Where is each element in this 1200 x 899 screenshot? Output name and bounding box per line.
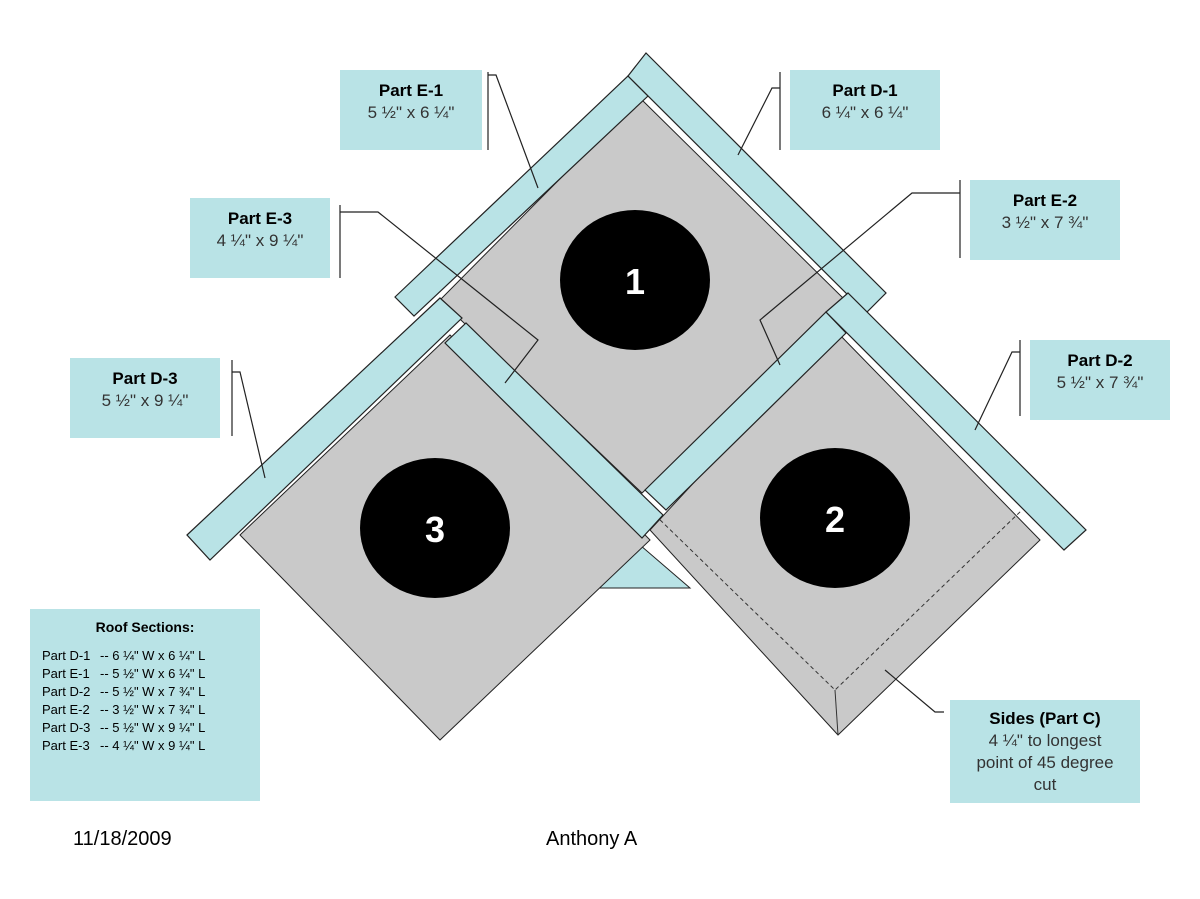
label-part-d3-dim: 5 ½" x 9 ¼" xyxy=(101,391,189,410)
label-sides-line2: point of 45 degree xyxy=(976,753,1114,772)
label-part-e2: Part E-2 3 ½" x 7 ¾" xyxy=(970,180,1120,260)
label-part-e1-dim: 5 ½" x 6 ¼" xyxy=(367,103,455,122)
label-part-d1-title: Part D-1 xyxy=(832,81,898,100)
hole-3-number: 3 xyxy=(425,509,445,550)
leader-sides xyxy=(884,669,944,713)
label-part-d1-dim: 6 ¼" x 6 ¼" xyxy=(821,103,909,122)
summary-row: Part D-1 -- 6 ¼" W x 6 ¼" L xyxy=(30,647,260,665)
summary-row: Part E-1 -- 5 ½" W x 6 ¼" L xyxy=(30,665,260,683)
hole-3 xyxy=(360,458,510,598)
label-part-e3-dim: 4 ¼" x 9 ¼" xyxy=(216,231,304,250)
summary-row-part: Part E-2 xyxy=(42,702,90,717)
hole-2 xyxy=(760,448,910,588)
label-part-d3-title: Part D-3 xyxy=(112,369,178,388)
hole-1-number: 1 xyxy=(625,261,645,302)
hole-2-number: 2 xyxy=(825,499,845,540)
label-part-d2-title: Part D-2 xyxy=(1067,351,1133,370)
label-sides: Sides (Part C) 4 ¼" to longest point of … xyxy=(950,700,1140,803)
entrance-holes: 1 2 3 xyxy=(360,210,910,598)
summary-row-spec: -- 6 ¼" W x 6 ¼" L xyxy=(100,648,206,663)
leader-e2b xyxy=(759,192,960,366)
summary-rows: Part D-1 -- 6 ¼" W x 6 ¼" L Part E-1 -- 5 … xyxy=(30,647,260,755)
leader-d2b xyxy=(974,351,1020,431)
label-part-d2-dim: 5 ½" x 7 ¾" xyxy=(1056,373,1144,392)
leader-d3b xyxy=(232,371,266,479)
summary-row-part: Part D-1 xyxy=(42,648,91,663)
summary-row-spec: -- 5 ½" W x 9 ¼" L xyxy=(100,720,206,735)
summary-row: Part D-2 -- 5 ½" W x 7 ¾" L xyxy=(30,683,260,701)
summary-row-part: Part E-1 xyxy=(42,666,90,681)
side-cut-vertical xyxy=(834,689,839,736)
label-part-d2: Part D-2 5 ½" x 7 ¾" xyxy=(1030,340,1170,420)
leader-e1b xyxy=(488,74,539,189)
label-part-d1: Part D-1 6 ¼" x 6 ¼" xyxy=(790,70,940,150)
summary-row-spec: -- 3 ½" W x 7 ¾" L xyxy=(100,702,206,717)
label-part-d3: Part D-3 5 ½" x 9 ¼" xyxy=(70,358,220,438)
label-sides-title: Sides (Part C) xyxy=(989,709,1101,728)
label-part-e2-dim: 3 ½" x 7 ¾" xyxy=(1001,213,1089,232)
roof-d2 xyxy=(825,292,1087,551)
label-part-e1-title: Part E-1 xyxy=(378,81,444,100)
summary-row: Part E-3 -- 4 ¼" W x 9 ¼" L xyxy=(30,737,260,755)
leader-d1b xyxy=(737,87,780,156)
roof-e2 xyxy=(644,311,847,511)
roof-d3 xyxy=(186,297,463,561)
summary-row-spec: -- 5 ½" W x 7 ¾" L xyxy=(100,684,206,699)
label-part-e1: Part E-1 5 ½" x 6 ¼" xyxy=(340,70,482,150)
label-part-e2-title: Part E-2 xyxy=(1012,191,1078,210)
summary-row-spec: -- 5 ½" W x 6 ¼" L xyxy=(100,666,206,681)
label-sides-line1: 4 ¼" to longest xyxy=(988,731,1102,750)
roof-sections-summary: Roof Sections: Part D-1 -- 6 ¼" W x 6 ¼" … xyxy=(30,609,260,801)
summary-row-part: Part D-3 xyxy=(42,720,91,735)
summary-row-part: Part E-3 xyxy=(42,738,90,753)
label-part-e3-title: Part E-3 xyxy=(227,209,293,228)
summary-row-part: Part D-2 xyxy=(42,684,91,699)
leader-lines xyxy=(231,72,1021,713)
roof-boards xyxy=(186,52,1087,561)
summary-row: Part D-3 -- 5 ½" W x 9 ¼" L xyxy=(30,719,260,737)
label-part-e3: Part E-3 4 ¼" x 9 ¼" xyxy=(190,198,330,278)
label-sides-line3: cut xyxy=(1033,775,1057,794)
roof-d1 xyxy=(627,52,887,314)
summary-row-spec: -- 4 ¼" W x 9 ¼" L xyxy=(100,738,206,753)
roof-e3 xyxy=(444,322,664,539)
summary-title: Roof Sections: xyxy=(95,619,195,635)
footer-date: 11/18/2009 xyxy=(73,828,172,850)
leader-e3b xyxy=(340,211,539,384)
summary-row: Part E-2 -- 3 ½" W x 7 ¾" L xyxy=(30,701,260,719)
hole-1 xyxy=(560,210,710,350)
footer-author: Anthony A xyxy=(546,828,638,850)
